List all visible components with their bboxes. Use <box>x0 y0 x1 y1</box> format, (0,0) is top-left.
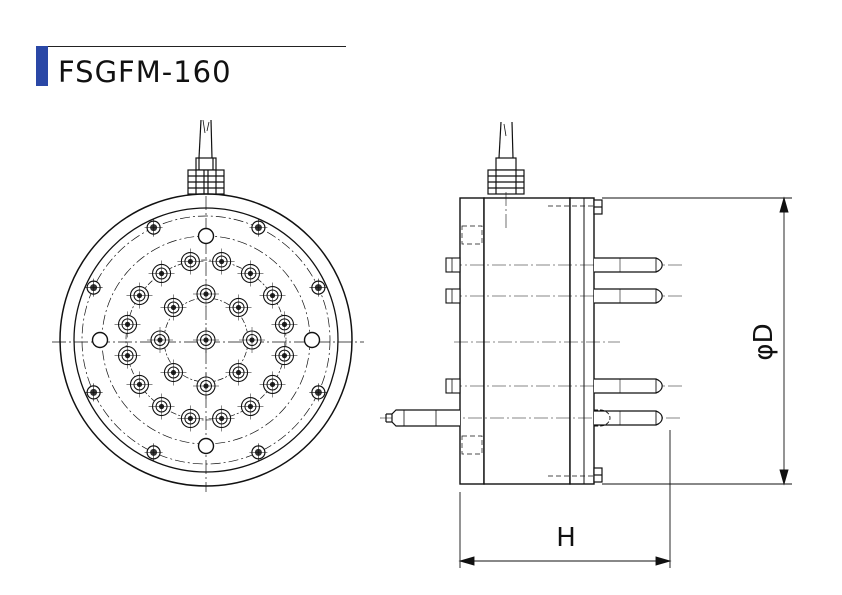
flange-bolt <box>144 443 163 462</box>
connector-port <box>193 327 219 353</box>
connector-port <box>259 371 286 398</box>
front-stud <box>445 288 461 304</box>
connector-port <box>208 248 235 275</box>
rear-plate <box>569 197 595 485</box>
flange-bolt <box>309 278 328 297</box>
connector-port <box>237 260 264 287</box>
body-block <box>483 197 571 485</box>
connector-port <box>160 294 187 321</box>
locating-hole <box>303 331 321 349</box>
connector-port <box>114 311 141 338</box>
title-accent-bar <box>36 46 48 86</box>
bolt-pitch-circle <box>81 215 331 465</box>
locating-holes <box>91 227 321 455</box>
connector-port <box>193 373 219 399</box>
front-plate <box>459 197 485 485</box>
connector-port <box>271 342 298 369</box>
connector-port <box>259 282 286 309</box>
center-connector-port <box>193 327 219 353</box>
height-dimension <box>458 430 672 568</box>
title-underline <box>48 46 346 47</box>
connector-port <box>225 359 252 386</box>
front-stud <box>445 378 461 394</box>
locating-hole <box>91 331 109 349</box>
locating-hole <box>197 227 215 245</box>
connector-pin <box>594 410 663 426</box>
flange-bolt <box>309 383 328 402</box>
front-view <box>52 119 364 492</box>
height-label: H <box>556 523 576 553</box>
connector-port <box>114 342 141 369</box>
outer-connector-ring <box>125 259 287 421</box>
front-stud <box>445 257 461 273</box>
flange-bolt <box>249 218 268 237</box>
side-cable-gland <box>487 157 525 195</box>
side-view: φD H <box>380 121 792 568</box>
connector-port <box>193 281 219 307</box>
connector-pin <box>594 378 663 394</box>
outer-connector-ports <box>114 248 298 432</box>
connector-port <box>147 327 173 353</box>
diameter-dimension <box>602 196 792 486</box>
connector-port <box>177 248 204 275</box>
connector-port <box>177 405 204 432</box>
flange-bolts <box>84 218 328 462</box>
model-title: FSGFM-160 <box>58 55 232 89</box>
outer-flange-circle <box>59 193 353 487</box>
connector-port <box>239 327 265 353</box>
connector-port <box>126 282 153 309</box>
cable-left-edge <box>198 119 202 159</box>
connector-pin <box>594 257 663 273</box>
connector-port <box>160 359 187 386</box>
flange-bolt <box>249 443 268 462</box>
diameter-label: φD <box>749 323 779 360</box>
connector-pin <box>594 288 663 304</box>
locating-hole <box>197 437 215 455</box>
flange-bolt <box>144 218 163 237</box>
connector-port <box>126 371 153 398</box>
cable-right-edge <box>210 119 213 159</box>
flange-bolt <box>84 278 103 297</box>
cable-gland <box>187 157 225 195</box>
connector-port <box>208 405 235 432</box>
rear-bolt-bottom <box>593 467 603 483</box>
connector-pins <box>594 257 663 426</box>
connector-port <box>237 393 264 420</box>
front-studs <box>445 257 461 426</box>
flange-bolt <box>84 383 103 402</box>
body-circle <box>73 207 339 473</box>
connector-port <box>271 311 298 338</box>
connector-port <box>148 393 175 420</box>
inner-connector-ports <box>147 281 265 399</box>
connector-port <box>148 260 175 287</box>
connector-port <box>225 294 252 321</box>
rear-bolt-top <box>593 199 603 215</box>
rear-extension-pin <box>385 409 611 427</box>
